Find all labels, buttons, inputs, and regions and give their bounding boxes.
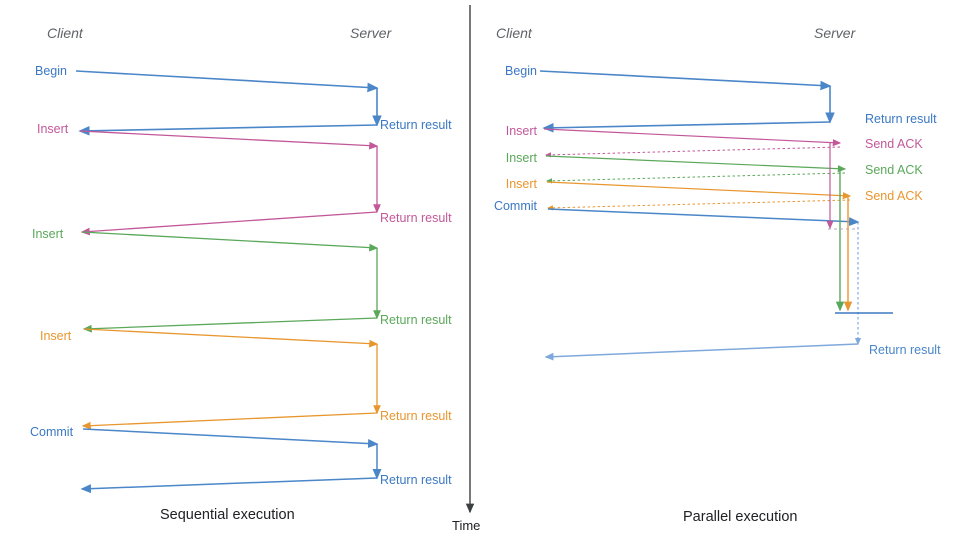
left-client-label-commit: Commit: [30, 425, 74, 439]
left-panel-caption: Sequential execution: [160, 507, 295, 523]
right-client-label-insert-1: Insert: [505, 124, 537, 138]
left-server-label-return-4: Return result: [380, 409, 452, 423]
right-server-label-return-2: Return result: [869, 343, 941, 357]
msg-insert2-request: [81, 231, 379, 252]
right-client-label-insert-2: Insert: [505, 151, 537, 165]
msg-insert2-return: [82, 317, 378, 333]
msg-insert1-return: [80, 211, 378, 236]
msg-commit-return: [544, 343, 859, 361]
msg-begin-request: [539, 70, 832, 91]
msg-begin-return: [542, 121, 831, 133]
msg-begin-return: [78, 124, 378, 136]
msg-begin-request: [75, 70, 379, 93]
right-server-label-return-1: Return result: [865, 112, 937, 126]
ack-insert1: [545, 146, 841, 158]
left-actor-client: Client: [47, 25, 83, 41]
left-server-label-return-2: Return result: [380, 211, 452, 225]
left-client-label-begin: Begin: [35, 64, 67, 78]
right-server-label-ack-2: Send ACK: [865, 163, 923, 177]
right-client-label-insert-3: Insert: [505, 177, 537, 191]
right-server-label-ack-1: Send ACK: [865, 137, 923, 151]
msg-insert3-return: [81, 412, 378, 430]
right-actor-server: Server: [814, 25, 856, 41]
left-sequence-messages: [75, 70, 382, 494]
right-actor-client: Client: [496, 25, 532, 41]
right-panel-caption: Parallel execution: [683, 509, 798, 525]
msg-insert3-request: [546, 181, 852, 200]
left-server-label-return-5: Return result: [380, 473, 452, 487]
left-client-label-insert-2: Insert: [32, 227, 64, 241]
msg-insert1-request: [79, 130, 379, 150]
left-client-label-insert-1: Insert: [37, 122, 69, 136]
right-client-label-begin: Begin: [505, 64, 537, 78]
right-server-label-ack-3: Send ACK: [865, 189, 923, 203]
msg-insert1-request: [543, 128, 842, 147]
left-client-label-insert-3: Insert: [40, 329, 72, 343]
msg-commit-request: [547, 208, 860, 227]
time-axis-label: Time: [452, 518, 481, 533]
msg-insert3-request: [83, 328, 379, 348]
msg-insert2-request: [545, 155, 847, 173]
msg-commit-request: [82, 428, 379, 449]
ack-insert2: [546, 172, 846, 184]
left-server-label-return-1: Return result: [380, 118, 452, 132]
left-actor-server: Server: [350, 25, 392, 41]
ack-insert3: [547, 199, 851, 211]
right-sequence-messages: [539, 70, 893, 361]
right-client-label-commit: Commit: [493, 199, 537, 213]
msg-commit-return: [80, 477, 378, 494]
left-server-label-return-3: Return result: [380, 313, 452, 327]
